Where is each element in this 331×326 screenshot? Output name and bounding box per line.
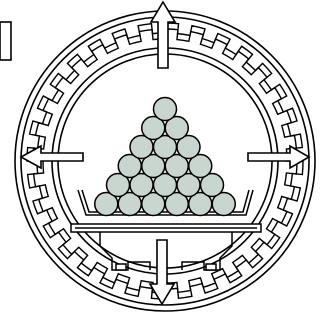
ball — [154, 98, 177, 121]
corner-box — [0, 22, 11, 60]
ball-pyramid — [95, 98, 236, 216]
arrow-down-icon — [150, 240, 174, 304]
